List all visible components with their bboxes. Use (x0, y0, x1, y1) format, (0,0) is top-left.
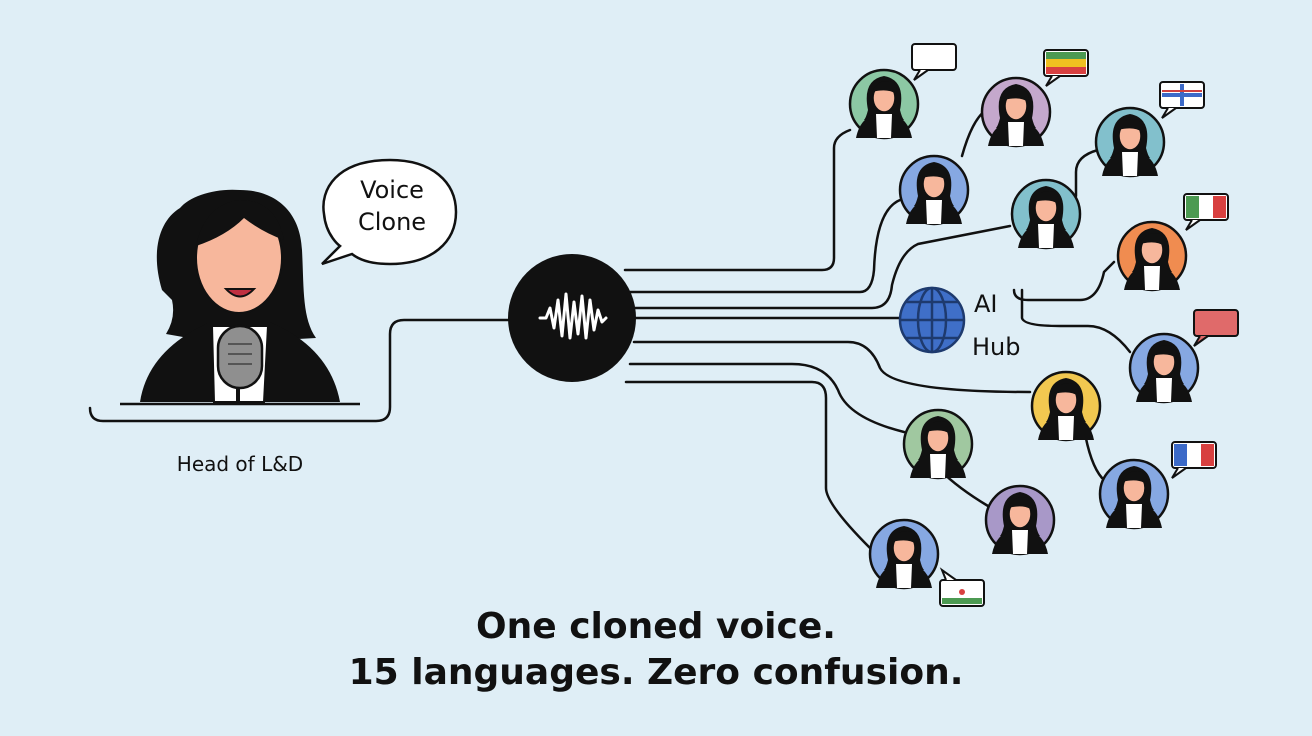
flag-bubble-blank (911, 43, 957, 81)
connector-to-avatar-yellow (632, 340, 1032, 394)
flag-bubble-cross (1159, 81, 1205, 119)
speaker-label: Head of L&D (176, 452, 304, 476)
globe-icon (898, 286, 966, 354)
voice-clone-bubble: Voice Clone (321, 158, 458, 266)
speaker-smile (223, 288, 257, 298)
hub-line-2: Hub (972, 333, 1021, 361)
avatar-blue-upper (898, 154, 970, 226)
ai-hub: AI Hub (898, 286, 1021, 361)
avatar-blue-right (1128, 332, 1200, 404)
connector-to-avatar-green (628, 362, 906, 434)
avatar-yellow (1030, 370, 1102, 442)
caption-line-2: 15 languages. Zero confusion. (348, 652, 964, 693)
flag-bubble-france (1171, 441, 1217, 479)
speaker-bangs (196, 200, 284, 246)
avatar-group (848, 68, 1200, 590)
connector-speaker-to-wave (88, 318, 510, 423)
speech-bubble-shape (321, 158, 458, 266)
bubble-line-1: Voice (360, 176, 424, 204)
connector-hub-to-right-blue (1020, 288, 1132, 354)
caption-line-1: One cloned voice. (476, 606, 836, 647)
waveform-node (508, 254, 636, 382)
flag-bubble-green-white (939, 567, 985, 607)
connector-to-avatar-blue (624, 380, 872, 550)
speaker-illustration (120, 189, 360, 406)
avatar-purple (984, 484, 1056, 556)
connector-to-avatar-1 (623, 128, 852, 272)
connector-to-avatar-3 (632, 224, 1012, 310)
flag-bubble-italy (1183, 193, 1229, 231)
waveform-icon (538, 292, 608, 340)
avatar-teal-middle (1010, 178, 1082, 250)
flag-bubble-red (1193, 309, 1239, 347)
avatar-blue-bottom (868, 518, 940, 590)
connector-branch-teal (1074, 148, 1100, 198)
flag-bubble-tricolor-horizontal (1043, 49, 1089, 87)
hub-line-1: AI (974, 290, 998, 318)
avatar-teal-top-right (1094, 106, 1166, 178)
caption: One cloned voice. 15 languages. Zero con… (0, 604, 1312, 696)
microphone-icon (216, 324, 264, 390)
flag-bubbles (911, 43, 1239, 607)
bubble-line-2: Clone (358, 208, 426, 236)
connector-hub-to-orange (1012, 260, 1116, 302)
avatar-orange (1116, 220, 1188, 292)
avatar-green-lower (902, 408, 974, 480)
connector-to-avatar-2 (628, 198, 902, 294)
avatar-green-top (848, 68, 920, 140)
avatar-lilac (980, 76, 1052, 148)
avatar-blue-bottom-right (1098, 458, 1170, 530)
